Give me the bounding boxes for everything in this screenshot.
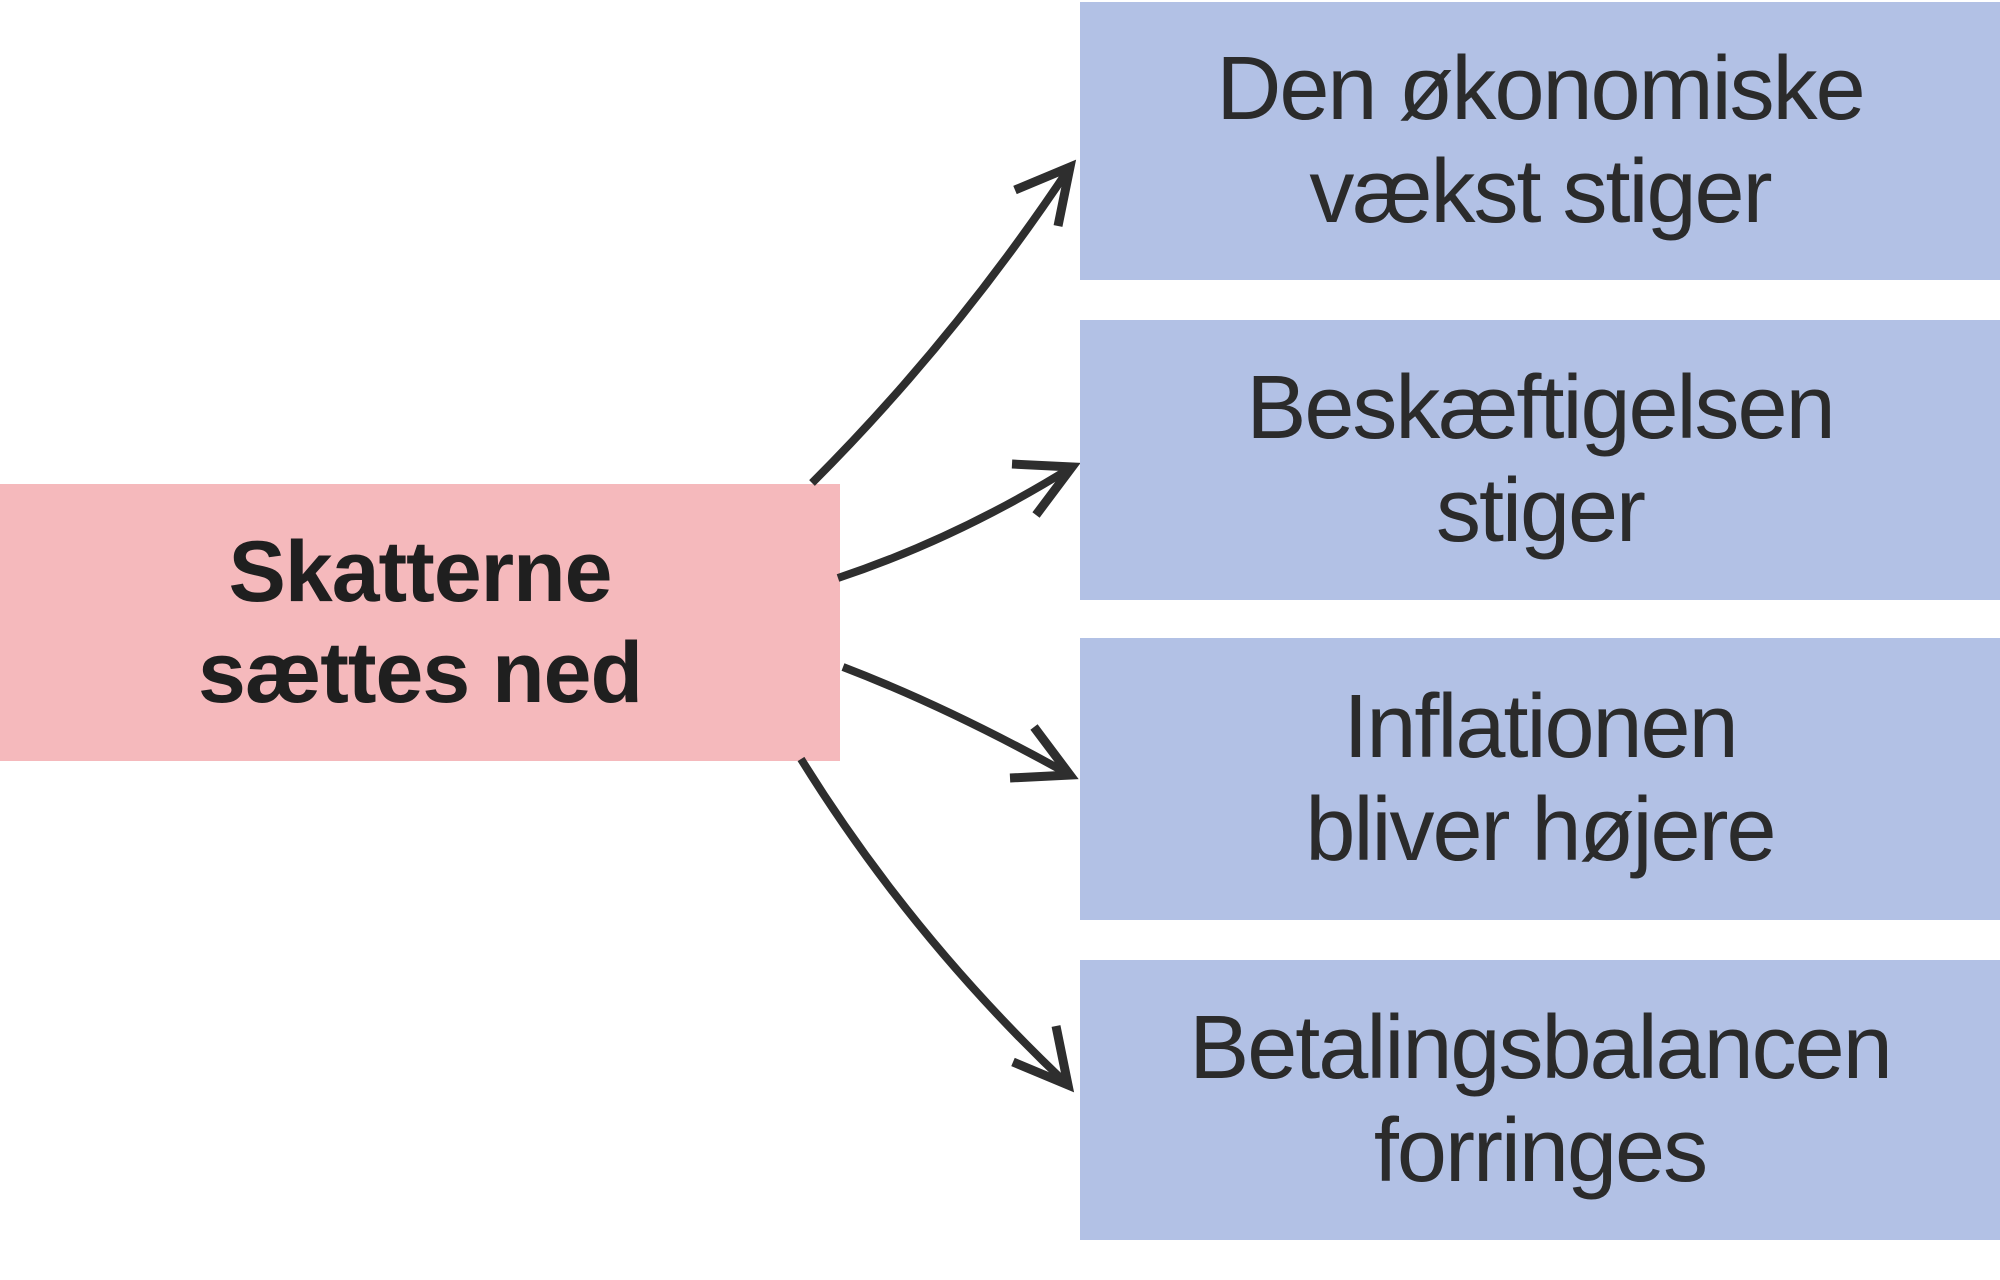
effect-box-balance-of-payments: Betalingsbalancen forringes bbox=[1080, 960, 2000, 1240]
effect-label: Den økonomiske vækst stiger bbox=[1216, 39, 1865, 242]
arrow-head-icon bbox=[1013, 159, 1077, 227]
arrow-shaft bbox=[841, 663, 1072, 779]
arrow-shaft bbox=[836, 463, 1075, 582]
arrow-to-effect-4 bbox=[797, 756, 1075, 1093]
arrow-to-effect-2 bbox=[836, 459, 1081, 582]
effect-box-economic-growth: Den økonomiske vækst stiger bbox=[1080, 2, 2000, 280]
effect-label: Inflationen bliver højere bbox=[1305, 677, 1776, 880]
arrow-shaft bbox=[797, 756, 1071, 1088]
effect-label: Beskæftigelsen stiger bbox=[1246, 358, 1835, 561]
effect-box-employment: Beskæftigelsen stiger bbox=[1080, 320, 2000, 600]
cause-label: Skatterne sættes ned bbox=[197, 523, 643, 721]
arrow-to-effect-1 bbox=[809, 159, 1077, 486]
arrow-shaft bbox=[809, 164, 1074, 486]
effect-label: Betalingsbalancen forringes bbox=[1189, 998, 1893, 1201]
effect-box-inflation: Inflationen bliver højere bbox=[1080, 638, 2000, 920]
cause-box: Skatterne sættes ned bbox=[0, 484, 840, 761]
arrow-head-icon bbox=[1009, 724, 1079, 783]
arrow-head-icon bbox=[1011, 1025, 1075, 1093]
arrow-to-effect-3 bbox=[841, 663, 1079, 783]
arrow-head-icon bbox=[1011, 459, 1081, 518]
